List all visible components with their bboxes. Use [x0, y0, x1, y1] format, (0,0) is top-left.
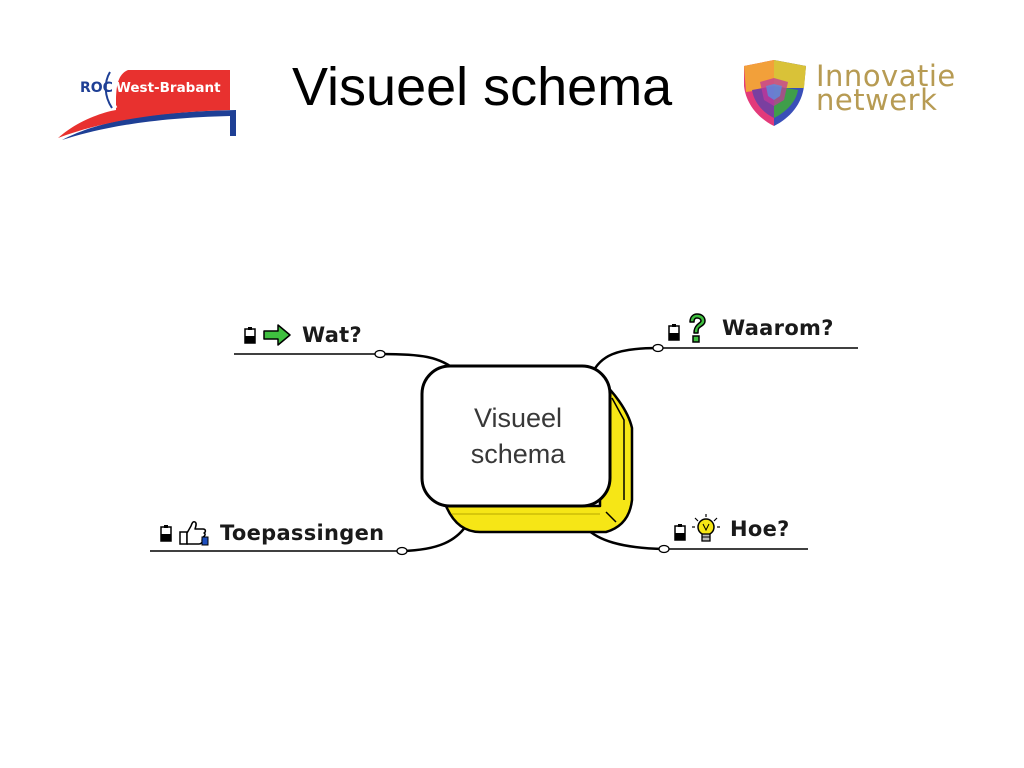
- central-node-line2: schema: [470, 439, 566, 469]
- connector-toepassingen: [401, 525, 468, 553]
- knob-wat: [374, 349, 386, 359]
- branch-label-wat: Wat?: [302, 323, 363, 347]
- note-icon: [160, 524, 172, 542]
- central-node-face: [420, 364, 612, 508]
- knob-toepassingen: [396, 546, 408, 556]
- branch-label-toepassingen: Toepassingen: [220, 521, 385, 545]
- note-icon: [668, 323, 680, 341]
- branch-label-waarom: Waarom?: [722, 316, 834, 340]
- question-mark-icon: [686, 313, 708, 343]
- knob-waarom: [652, 343, 664, 353]
- branch-hoe[interactable]: Hoe?: [674, 514, 790, 544]
- innovatie-logo-line2: netwerk: [816, 83, 938, 117]
- central-node-extrusion: [444, 378, 634, 534]
- innovatie-logo-line1: Innovatie: [816, 59, 956, 93]
- branch-toepassingen[interactable]: Toepassingen: [160, 520, 384, 546]
- central-node-label: Visueel schema: [428, 400, 608, 472]
- innovatie-shield-icon: [744, 60, 806, 126]
- knob-hoe: [658, 544, 670, 554]
- innovatie-netwerk-logo: Innovatie netwerk: [740, 56, 955, 130]
- branch-label-hoe: Hoe?: [730, 517, 790, 541]
- slide-title: Visueel schema: [292, 57, 673, 117]
- note-icon: [674, 523, 686, 541]
- central-node-line1: Visueel: [473, 403, 563, 433]
- branch-wat[interactable]: Wat?: [244, 323, 362, 347]
- branch-waarom[interactable]: Waarom?: [668, 313, 834, 343]
- thumbs-up-icon: [178, 520, 210, 546]
- note-icon: [244, 326, 256, 344]
- connector-waarom: [590, 346, 659, 375]
- light-bulb-icon: [692, 514, 720, 544]
- roc-logo-abbrev: ROC: [80, 80, 113, 96]
- roc-logo-name: West-Brabant: [115, 80, 221, 96]
- right-arrow-icon: [262, 323, 292, 347]
